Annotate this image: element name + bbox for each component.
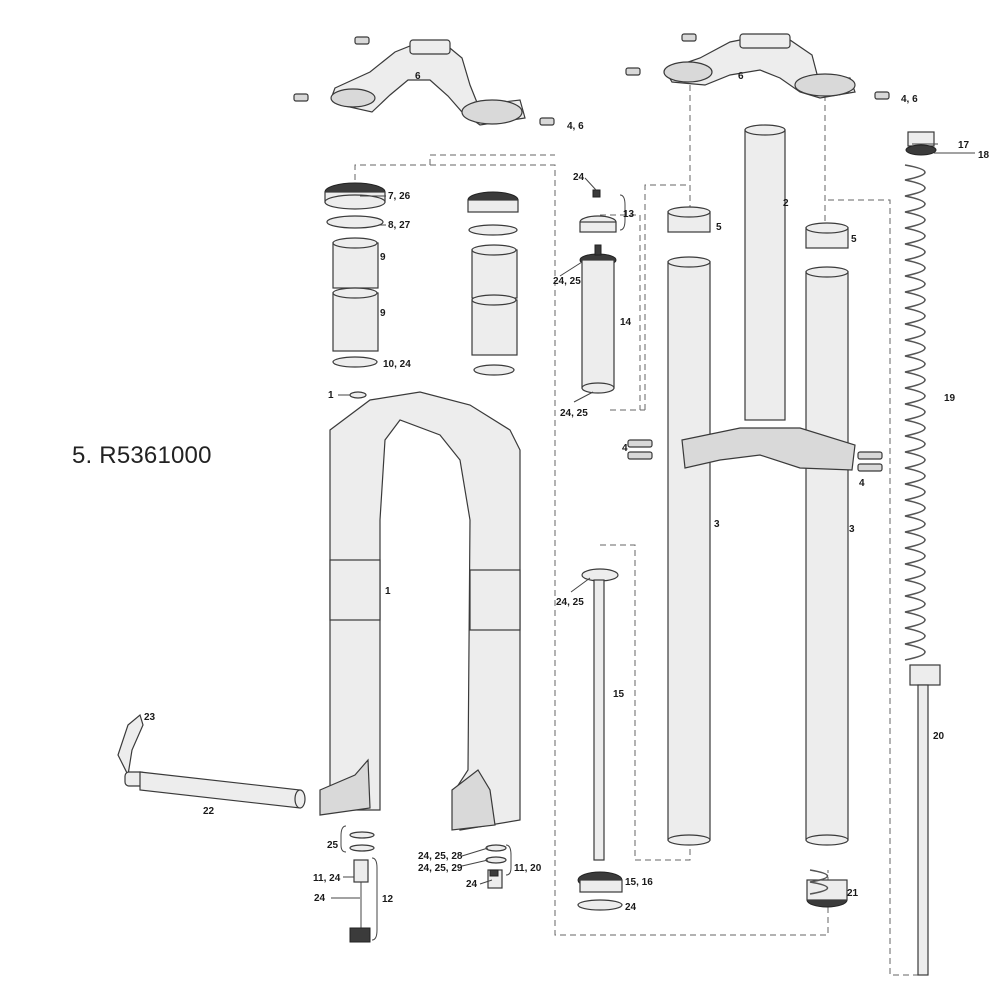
- label-damper15: 15: [613, 689, 625, 700]
- label-base1516: 15, 16: [625, 877, 653, 888]
- leader-lines: [331, 143, 975, 941]
- label-top18: 18: [978, 150, 990, 161]
- label-screw-top: 24: [573, 172, 585, 183]
- top-crown-right: [625, 33, 890, 100]
- bottom-hardware-right: [485, 844, 507, 889]
- label-stanchion-l: 3: [714, 519, 720, 530]
- label-r29: 24, 25, 29: [418, 863, 463, 874]
- label-cart-bot: 24, 25: [560, 408, 588, 419]
- label-cap13: 13: [623, 209, 635, 220]
- base-21: [806, 869, 848, 908]
- label-bushing-b: 9: [380, 308, 386, 319]
- label-top17: 17: [958, 140, 970, 151]
- label-seal-b: 8, 27: [388, 220, 411, 231]
- label-b24: 24: [314, 893, 326, 904]
- label-damper-top: 24, 25: [556, 597, 584, 608]
- label-bolt-left: 4, 6: [567, 121, 584, 132]
- label-cart14: 14: [620, 317, 632, 328]
- label-rod20: 20: [933, 731, 945, 742]
- label-lower1: 1: [385, 586, 391, 597]
- label-axle22: 22: [203, 806, 215, 817]
- label-crown-left: 6: [415, 71, 421, 82]
- label-spring19: 19: [944, 393, 956, 404]
- label-bolt4-r: 4: [859, 478, 865, 489]
- label-axle23: 23: [144, 712, 156, 723]
- label-r24: 24: [466, 879, 478, 890]
- label-stanchion-r: 3: [849, 524, 855, 535]
- label-base24: 24: [625, 902, 637, 913]
- bottom-hardware-left: [349, 831, 375, 943]
- coil-spring: [904, 131, 941, 976]
- label-r28: 24, 25, 28: [418, 851, 463, 862]
- label-foam-r: 5: [851, 234, 857, 245]
- label-foam-l: 5: [716, 222, 722, 233]
- label-r1120: 11, 20: [514, 863, 542, 874]
- seal-stack-left: [324, 182, 386, 399]
- damper-rod: [577, 568, 623, 911]
- label-b1120: 11, 24: [313, 873, 341, 884]
- label-seal-a: 7, 26: [388, 191, 411, 202]
- top-crown-left: [293, 36, 555, 126]
- part-labels: 6 4, 6 6 4, 6 7, 26 8, 27 9 9 10, 24 1 2…: [144, 71, 990, 913]
- air-cartridge: [579, 189, 617, 394]
- assembly-dashes: [354, 85, 928, 976]
- lower-legs: [319, 391, 521, 831]
- stanchions: [627, 124, 883, 846]
- label-bushing-a: 9: [380, 252, 386, 263]
- label-bolt-right: 4, 6: [901, 94, 918, 105]
- label-crown-right: 6: [738, 71, 744, 82]
- seal-stack-right: [467, 191, 519, 376]
- label-ring: 10, 24: [383, 359, 411, 370]
- label-tube2: 2: [783, 198, 789, 209]
- label-base21: 21: [847, 888, 859, 899]
- label-o25: 25: [327, 840, 339, 851]
- label-bolt4-l: 4: [622, 443, 628, 454]
- thru-axle: [117, 713, 306, 809]
- label-cart-top: 24, 25: [553, 276, 581, 287]
- label-plug: 1: [328, 390, 334, 401]
- label-b12: 12: [382, 894, 394, 905]
- diagram-title: 5. R5361000: [72, 442, 212, 469]
